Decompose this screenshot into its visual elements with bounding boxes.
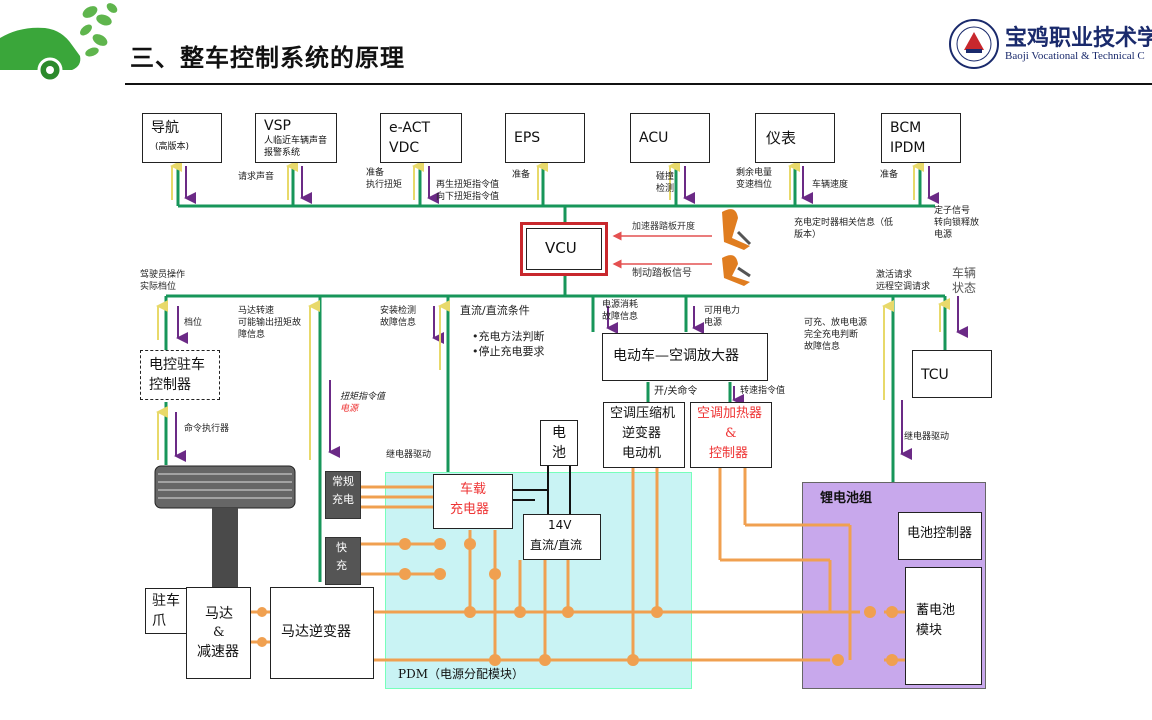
tcu-block: TCU [912, 350, 992, 398]
signal-label: 执行扭矩 [366, 180, 403, 190]
signal-label: 充电定时器相关信息（低 [794, 218, 894, 228]
signal-label: 扭矩指令值 [340, 392, 386, 402]
bcm-ipdm-module: BCM IPDM [881, 113, 961, 163]
pdm-label: PDM（电源分配模块） [398, 667, 524, 681]
pedal-icon [722, 209, 752, 286]
school-emblem-icon [948, 18, 1000, 70]
signal-label: 档位 [184, 318, 203, 328]
signal-label: 准备 [366, 168, 385, 178]
signal-label: 故障信息 [380, 318, 417, 328]
brake-pedal-label: 制动踏板信号 [632, 268, 692, 279]
acu-module: ACU [630, 113, 710, 163]
signal-label: •充电方法判断 [472, 330, 545, 343]
signal-label: 再生扭矩指令值 [436, 180, 500, 190]
motor-inverter: 马达逆变器 [270, 587, 374, 679]
signal-label: 剩余电量 [736, 168, 773, 178]
signal-label: 驾驶员操作 [140, 270, 186, 280]
signal-label: 车辆速度 [812, 180, 849, 190]
signal-label: 请求声音 [238, 172, 275, 182]
signal-label: 状态 [952, 281, 977, 295]
battery-cell-module: 蓄电池 模块 [905, 567, 982, 685]
signal-label: 可用电力 [704, 306, 741, 316]
signal-label: 转向锁释放 [934, 218, 980, 228]
motor-reducer: 马达 & 减速器 [186, 587, 251, 679]
signal-label: 故障信息 [602, 312, 639, 322]
signal-label: 开/关命令 [654, 386, 698, 397]
eact-vdc-module: e-ACT VDC [380, 113, 462, 163]
navigation-module: 导航 (高版本) [142, 113, 222, 163]
signal-label: 碰撞 [656, 172, 675, 182]
parking-controller: 电控驻车 控制器 [140, 350, 220, 400]
signal-label: 障信息 [238, 330, 266, 340]
signal-label: 电源 [934, 230, 953, 240]
battery-12v: 电 池 [540, 420, 578, 466]
signal-label: 完全充电判断 [804, 330, 859, 340]
vcu-block: VCU [520, 222, 608, 276]
meter-module: 仪表 [755, 113, 835, 163]
page-title: 三、整车控制系统的原理 [130, 44, 405, 72]
signal-label: 实际档位 [140, 282, 177, 292]
signal-label: 继电器驱动 [386, 450, 432, 460]
logo-car-icon [0, 0, 125, 90]
ac-amplifier: 电动车—空调放大器 [602, 333, 768, 381]
li-battery-pack-label: 锂电池组 [820, 491, 873, 506]
heater-block: 空调加热器 & 控制器 [690, 402, 772, 468]
signal-label: 故障信息 [804, 342, 841, 352]
signal-label: 电源消耗 [602, 300, 639, 310]
vsp-module: VSP 人临近车辆声音 报警系统 [255, 113, 337, 163]
header-divider [125, 83, 1152, 85]
school-name-cn: 宝鸡职业技术学 [1005, 25, 1152, 51]
normal-charge-port: 常规 充电 [325, 471, 361, 519]
signal-label: 电源 [704, 318, 723, 328]
signal-label: 可能输出扭矩故 [238, 318, 302, 328]
parking-pawl: 驻车 爪 [145, 588, 189, 634]
signal-label: 马达转速 [238, 306, 275, 316]
school-name-en: Baoji Vocational & Technical C [1005, 50, 1145, 62]
signal-label: 向下扭矩指令值 [436, 192, 500, 202]
signal-label: 继电器驱动 [904, 432, 950, 442]
bms-block: 电池控制器 [898, 512, 982, 560]
signal-label: 检测 [656, 184, 675, 194]
signal-label: 版本） [794, 230, 822, 240]
signal-label: 安装检测 [380, 306, 417, 316]
signal-label: 可充、放电电源 [804, 318, 868, 328]
signal-label: 电源 [340, 404, 359, 414]
signal-label: 直流/直流条件 [460, 304, 530, 317]
parking-gear-icon [154, 465, 296, 590]
signal-label: 准备 [512, 170, 531, 180]
onboard-charger: 车载 充电器 [433, 474, 513, 529]
signal-label: 车辆 [952, 266, 977, 280]
eps-module: EPS [505, 113, 585, 163]
dcdc-converter: 14V 直流/直流 [523, 514, 601, 560]
compressor-block: 空调压缩机 逆变器 电动机 [603, 402, 685, 468]
signal-label: 命令执行器 [184, 424, 230, 434]
signal-label: 激活请求 [876, 270, 913, 280]
signal-label: 变速档位 [736, 180, 773, 190]
signal-label: 定子信号 [934, 206, 971, 216]
signal-label: 准备 [880, 170, 899, 180]
signal-label: •停止充电要求 [472, 345, 545, 358]
signal-label: 远程空调请求 [876, 282, 931, 292]
accel-pedal-label: 加速器踏板开度 [632, 222, 696, 232]
signal-label: 转速指令值 [740, 386, 786, 396]
fast-charge-port: 快 充 [325, 537, 361, 585]
